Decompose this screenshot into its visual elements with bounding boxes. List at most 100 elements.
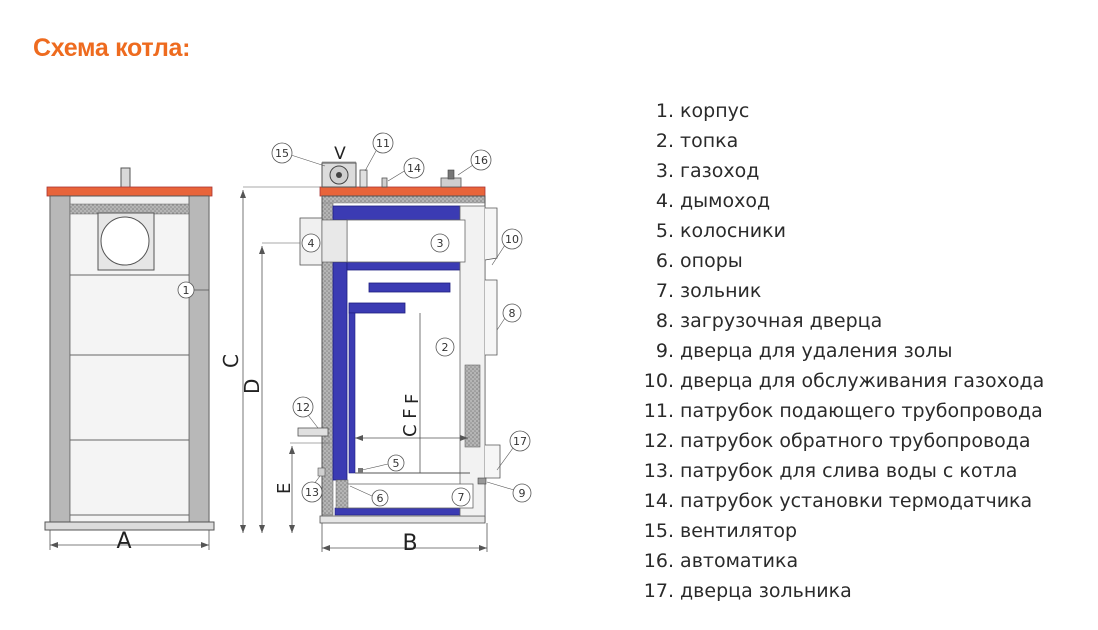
legend-number: 2.: [655, 130, 674, 152]
legend-item: 3. газоход: [632, 156, 1044, 186]
legend-number: 15.: [643, 520, 674, 542]
legend-text: вентилятор: [680, 520, 798, 542]
legend-number: 5.: [655, 220, 674, 242]
callout-8-label: 8: [509, 307, 516, 320]
callout-12: [292, 396, 314, 418]
callout-13: [301, 481, 323, 503]
legend-number: 7.: [655, 280, 674, 302]
legend-text: патрубок для слива воды с котла: [680, 460, 1018, 482]
callout-9-label: 9: [519, 487, 526, 500]
boiler-diagram: 1 A: [44, 132, 532, 556]
front-fan-circle: [100, 216, 150, 266]
legend-text: автоматика: [680, 550, 799, 572]
legend-text: газоход: [680, 160, 760, 182]
legend-item: 13. патрубок для слива воды с котла: [632, 456, 1044, 486]
callout-5-label: 5: [393, 457, 400, 470]
legend-number: 8.: [655, 310, 674, 332]
legend-item: 15. вентилятор: [632, 516, 1044, 546]
callout-7-label: 7: [458, 491, 465, 504]
callout-4: [301, 233, 321, 253]
callout-4-label: 4: [308, 237, 315, 250]
legend-number: 9.: [655, 340, 674, 362]
callout-7: [451, 487, 471, 507]
callout-10: [501, 228, 523, 250]
legend-number: 1.: [655, 100, 674, 122]
legend-number: 4.: [655, 190, 674, 212]
callout-11-label: 11: [376, 137, 390, 150]
legend-text: колосники: [680, 220, 786, 242]
callout-12-label: 12: [296, 401, 310, 414]
callout-15: [271, 142, 293, 164]
legend-text: топка: [680, 130, 739, 152]
callout-3: [430, 233, 450, 253]
callout-8: [502, 303, 522, 323]
legend-item: 1. корпус: [632, 96, 1044, 126]
dim-b-label: B: [402, 531, 417, 556]
legend-item: 8. загрузочная дверца: [632, 306, 1044, 336]
callout-14: [403, 157, 425, 179]
callout-9: [512, 483, 532, 503]
legend-number: 16.: [643, 550, 674, 572]
legend-number: 12.: [643, 430, 674, 452]
callout-1-label: 1: [183, 284, 190, 297]
legend-text: корпус: [680, 100, 750, 122]
legend-text: загрузочная дверца: [680, 310, 883, 332]
legend-text: зольник: [680, 280, 762, 302]
callout-1: [177, 281, 195, 299]
dim-d-label: D: [240, 379, 264, 394]
legend-item: 14. патрубок установки термодатчика: [632, 486, 1044, 516]
legend-item: 9. дверца для удаления золы: [632, 336, 1044, 366]
legend-item: 10. дверца для обслуживания газохода: [632, 366, 1044, 396]
dim-c-label: C: [219, 354, 243, 368]
callout-17: [509, 430, 531, 452]
callout-15-label: 15: [275, 147, 289, 160]
page-title: Схема котла:: [33, 34, 191, 62]
legend-text: дверца для удаления золы: [680, 340, 953, 362]
callout-6: [371, 489, 389, 507]
dim-f-label: F: [402, 394, 423, 404]
legend-number: 6.: [655, 250, 674, 272]
callout-2-label: 2: [442, 341, 449, 354]
legend-number: 11.: [643, 400, 674, 422]
callout-6-label: 6: [377, 492, 384, 505]
callout-16: [470, 149, 492, 171]
legend-number: 14.: [643, 490, 674, 512]
dim-e-label: E: [274, 483, 295, 494]
legend-item: 2. топка: [632, 126, 1044, 156]
legend-text: дверца для обслуживания газохода: [680, 370, 1045, 392]
callout-13-label: 13: [305, 486, 319, 499]
callout-2: [435, 337, 455, 357]
front-top-panel: [46, 186, 213, 197]
callout-3-label: 3: [437, 237, 444, 250]
callout-10-label: 10: [505, 233, 519, 246]
legend-text: патрубок обратного трубопровода: [680, 430, 1031, 452]
legend-text: дверца зольника: [680, 580, 852, 602]
section-view: C F F C D E B V 2: [219, 132, 532, 556]
legend-number: 3.: [655, 160, 674, 182]
legend-item: 6. опоры: [632, 246, 1044, 276]
legend-item: 4. дымоход: [632, 186, 1044, 216]
front-view: 1 A: [44, 167, 215, 554]
legend-item: 12. патрубок обратного трубопровода: [632, 426, 1044, 456]
callout-16-label: 16: [474, 154, 488, 167]
callout-14-label: 14: [407, 162, 421, 175]
legend-item: 7. зольник: [632, 276, 1044, 306]
legend-text: дымоход: [680, 190, 771, 212]
callout-11: [372, 132, 394, 154]
legend-number: 17.: [643, 580, 674, 602]
dim-v-label: V: [334, 144, 346, 164]
legend-item: 16. автоматика: [632, 546, 1044, 576]
legend-text: патрубок установки термодатчика: [680, 490, 1033, 512]
legend-item: 5. колосники: [632, 216, 1044, 246]
legend-number: 10.: [643, 370, 674, 392]
legend-text: опоры: [680, 250, 743, 272]
dim-a-label: A: [116, 529, 131, 554]
legend-text: патрубок подающего трубопровода: [680, 400, 1043, 422]
legend-list: 1. корпус 2. топка 3. газоход 4. дымоход…: [632, 96, 1044, 606]
callout-5: [387, 454, 405, 472]
legend-number: 13.: [643, 460, 674, 482]
callout-17-label: 17: [513, 435, 527, 448]
legend-item: 11. патрубок подающего трубопровода: [632, 396, 1044, 426]
section-top-panel: [319, 186, 486, 197]
dim-cf-label: C F: [400, 408, 421, 437]
